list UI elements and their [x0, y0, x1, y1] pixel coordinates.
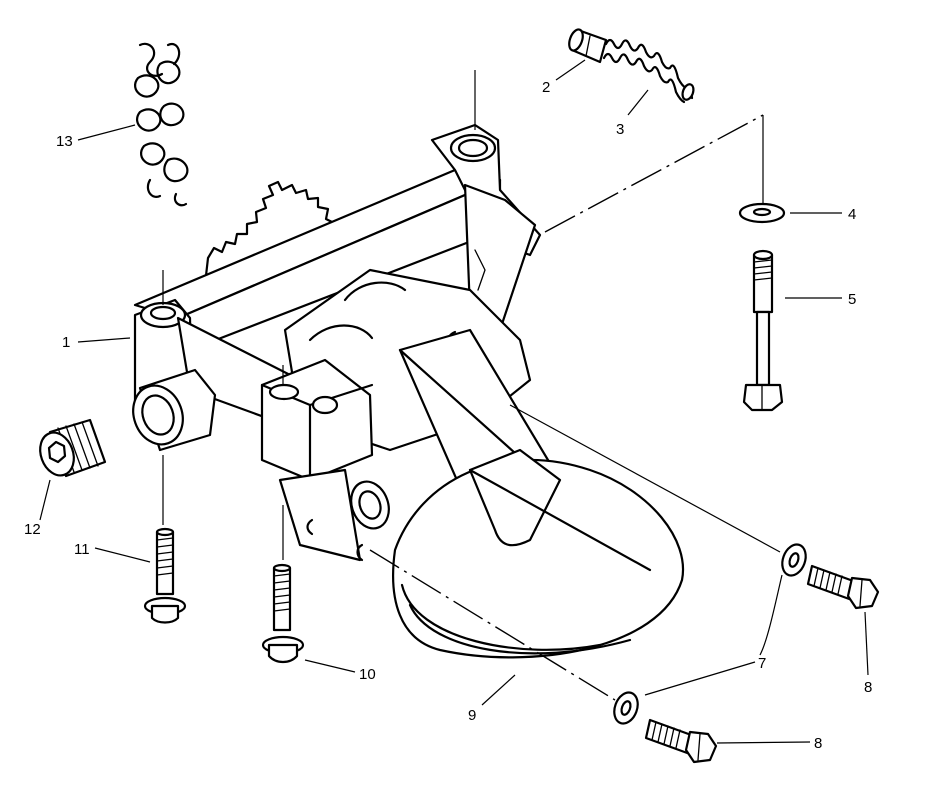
relief-valve-plunger: [568, 28, 608, 64]
callout-8-lower: 8: [814, 735, 822, 752]
callout-10: 10: [359, 666, 376, 683]
callout-12: 12: [24, 521, 41, 538]
bolt-8-upper: [806, 564, 880, 610]
callout-13: 13: [56, 133, 73, 150]
oil-strainer: [392, 448, 685, 659]
washer-4: [738, 202, 786, 224]
drive-chain: [134, 42, 189, 207]
callout-labels: 1 2 3 4 5 7 8 8 9 10 11 12 13: [24, 79, 872, 752]
relief-valve-spring: [602, 38, 695, 104]
washer-7-lower: [613, 691, 639, 725]
callout-11: 11: [74, 541, 90, 558]
callout-4: 4: [848, 206, 856, 223]
callout-1: 1: [62, 334, 70, 351]
callout-3: 3: [616, 121, 624, 138]
callout-8-upper: 8: [864, 679, 872, 696]
alignment-lines: [162, 70, 783, 701]
long-bolt-5: [742, 249, 784, 412]
callout-5: 5: [848, 291, 856, 308]
bolt-11: [143, 527, 187, 624]
washer-7-upper: [781, 543, 807, 577]
callout-9: 9: [468, 707, 476, 724]
callout-2: 2: [542, 79, 550, 96]
threaded-plug-12: [39, 418, 107, 478]
bolt-8-lower: [644, 718, 718, 764]
callout-7-upper: 7: [758, 655, 766, 672]
callout-leaders: [39, 59, 869, 744]
bolt-10: [261, 563, 305, 664]
